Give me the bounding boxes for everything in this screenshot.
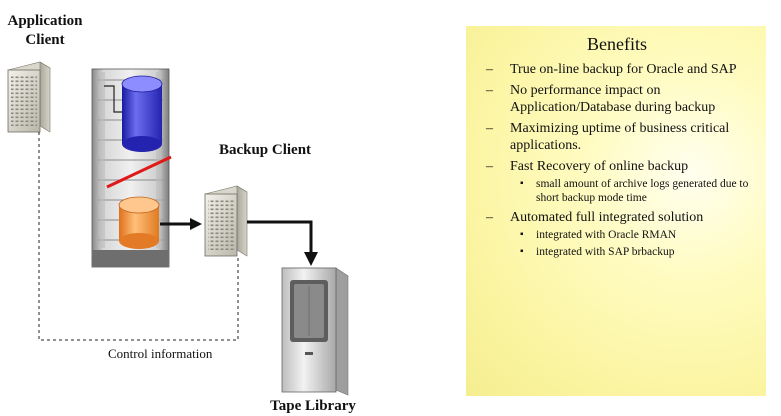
- benefit-subitem-text: small amount of archive logs generated d…: [536, 178, 749, 204]
- backup-client-label: Backup Client: [218, 142, 312, 158]
- application-client-label: Application Client: [7, 13, 83, 48]
- benefit-text: Automated full integrated solution: [510, 210, 704, 225]
- dash-bullet: –: [486, 159, 493, 174]
- benefit-subitem-text: integrated with SAP brbackup: [536, 246, 675, 258]
- split-mirror-line: [106, 155, 172, 189]
- benefits-panel: Benefits – True on-line backup for Oracl…: [466, 26, 766, 396]
- square-bullet-icon: ▪: [520, 246, 524, 257]
- benefit-subitem-text: integrated with Oracle RMAN: [536, 229, 677, 241]
- benefit-subitem: ▪ integrated with SAP brbackup: [510, 245, 750, 259]
- application-client-server-icon: [7, 61, 51, 133]
- square-bullet-icon: ▪: [520, 178, 524, 189]
- benefit-text: Maximizing uptime of business critical a…: [510, 121, 730, 153]
- square-bullet-icon: ▪: [520, 229, 524, 240]
- benefit-item: – Automated full integrated solution ▪ i…: [484, 209, 750, 259]
- control-information-path: [38, 132, 239, 341]
- benefit-item: – True on-line backup for Oracle and SAP: [484, 61, 750, 78]
- primary-database-disk-icon: [121, 75, 163, 152]
- benefit-item: – Fast Recovery of online backup ▪ small…: [484, 158, 750, 205]
- benefit-text: True on-line backup for Oracle and SAP: [510, 62, 737, 77]
- backup-to-tape-arrow: [247, 220, 313, 254]
- benefit-text: No performance impact on Application/Dat…: [510, 83, 716, 115]
- benefit-subitems: ▪ integrated with Oracle RMAN ▪ integrat…: [510, 228, 750, 259]
- tape-library-icon: [281, 267, 349, 396]
- dash-bullet: –: [486, 210, 493, 225]
- benefits-title: Benefits: [587, 34, 647, 54]
- mirror-copy-disk-icon: [118, 196, 160, 249]
- backup-architecture-diagram: [7, 61, 349, 396]
- benefit-subitem: ▪ small amount of archive logs generated…: [510, 177, 750, 205]
- benefit-item: – No performance impact on Application/D…: [484, 82, 750, 116]
- app-to-disk-connector: [104, 85, 122, 113]
- dash-bullet: –: [486, 121, 493, 136]
- benefits-list: – True on-line backup for Oracle and SAP…: [484, 61, 750, 259]
- dash-bullet: –: [486, 62, 493, 77]
- dash-bullet: –: [486, 83, 493, 98]
- backup-client-server-icon: [204, 185, 248, 257]
- benefit-text: Fast Recovery of online backup: [510, 159, 689, 174]
- control-information-label: Control information: [108, 346, 213, 361]
- benefit-item: – Maximizing uptime of business critical…: [484, 120, 750, 154]
- benefit-subitem: ▪ integrated with Oracle RMAN: [510, 228, 750, 242]
- benefit-subitems: ▪ small amount of archive logs generated…: [510, 177, 750, 205]
- tape-library-label: Tape Library: [270, 398, 356, 414]
